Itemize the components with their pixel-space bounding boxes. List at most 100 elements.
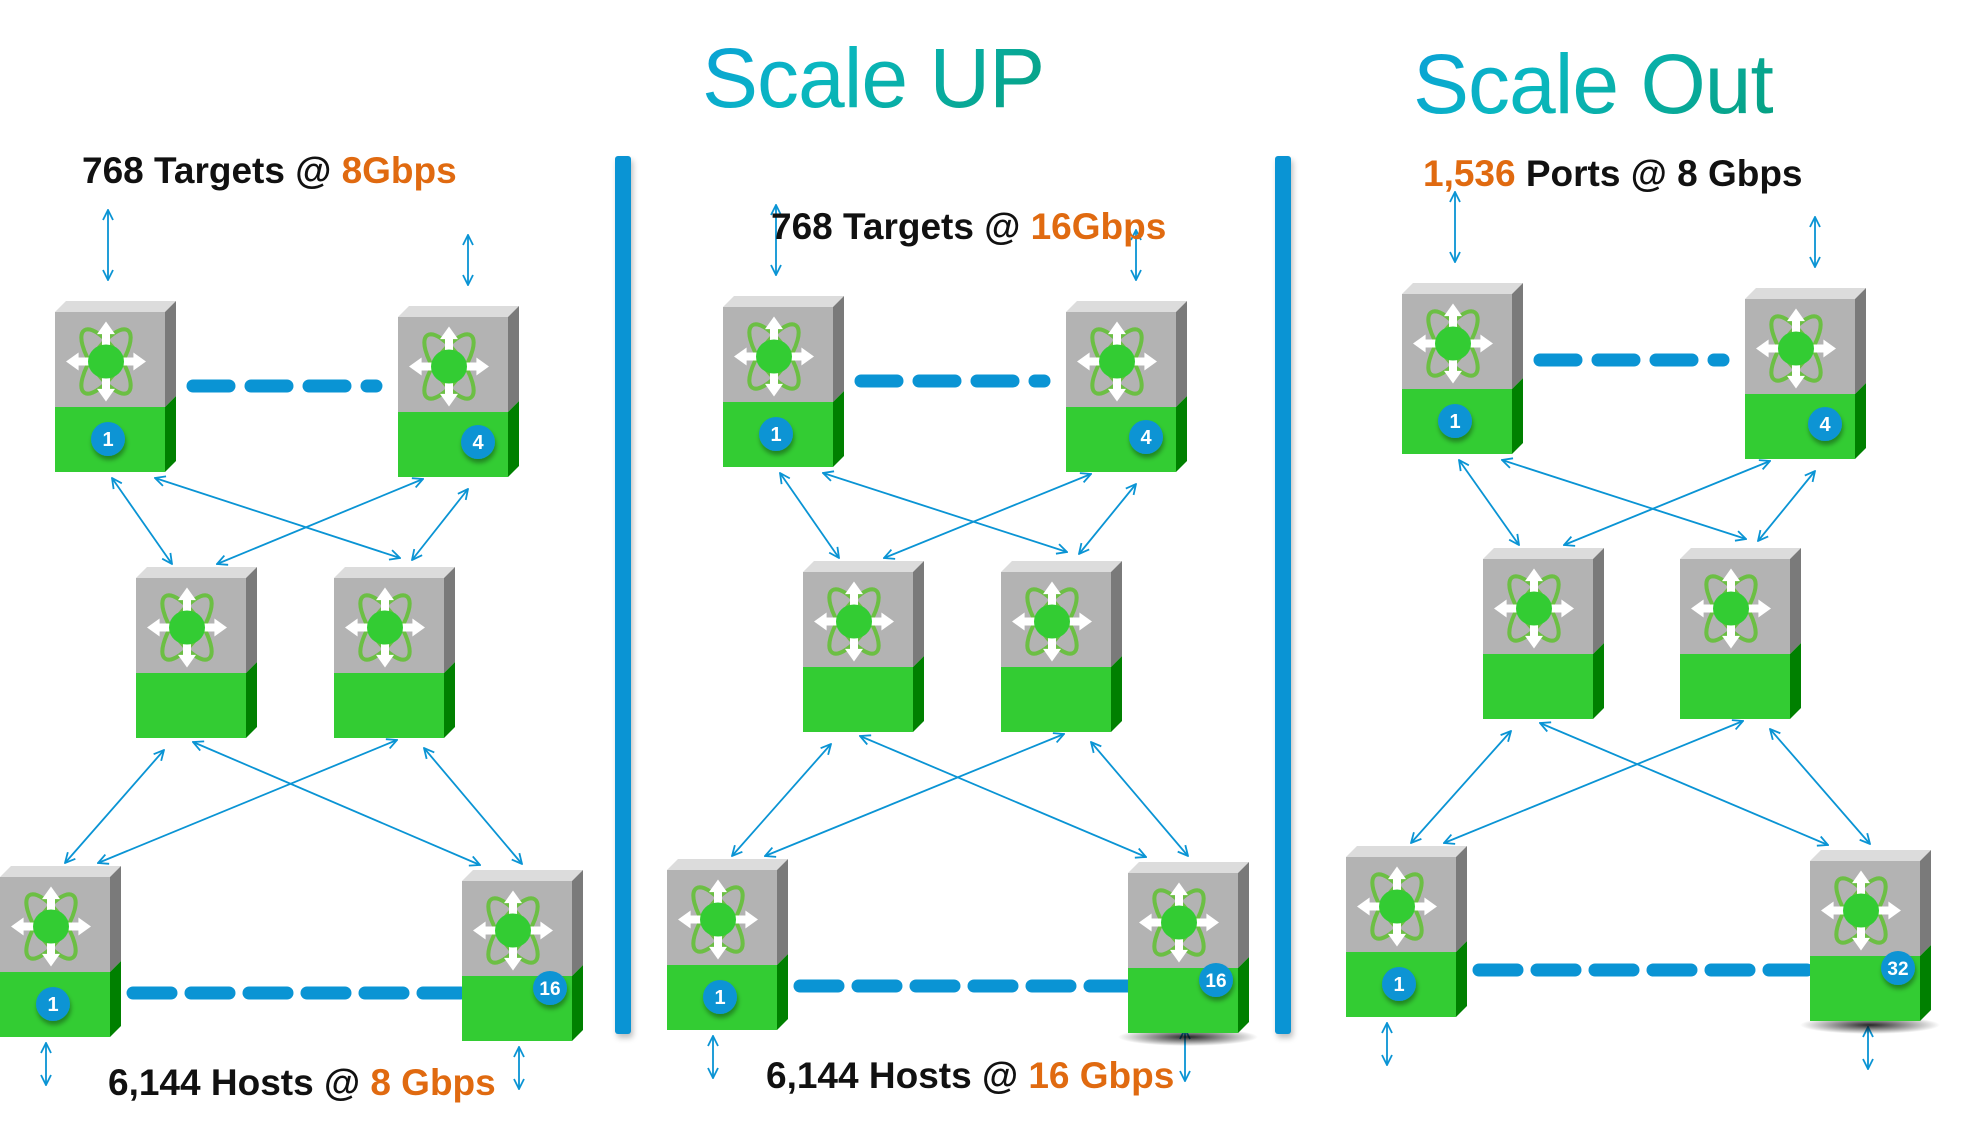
- left-link-t2-c1: [217, 479, 423, 564]
- scale-up-edge-switch-1: 1: [667, 859, 788, 1030]
- switch-top-face: [803, 561, 924, 572]
- switch-base-panel: [334, 673, 444, 738]
- switch-side-face: [1456, 846, 1467, 952]
- switch-top-face: [334, 567, 455, 578]
- switch-side-face: [913, 561, 924, 667]
- layer3-switch-icon: [1077, 321, 1157, 402]
- scale-out-core-switch-1: [1483, 548, 1604, 719]
- switch-number-badge: 4: [461, 425, 495, 459]
- switch-side-face: [444, 567, 455, 673]
- layer3-switch-icon: [1691, 568, 1771, 649]
- switch-base-panel: [1483, 654, 1593, 719]
- layer3-switch-icon: [1139, 882, 1219, 963]
- scale-up-bottom-label-prefix: 6,144 Hosts @: [766, 1055, 1029, 1096]
- scale-up-top-label: 768 Targets @ 16Gbps: [771, 208, 1166, 245]
- left-top-label-prefix: 768 Targets @: [82, 150, 342, 191]
- left-bottom-label-prefix: 6,144 Hosts @: [108, 1062, 371, 1103]
- scale-up-link-c2-e1: [765, 734, 1064, 856]
- scale-out-edge-switch-1: 1: [1346, 846, 1467, 1017]
- switch-top-face: [1402, 283, 1523, 294]
- badge-number: 1: [47, 994, 58, 1016]
- switch-top-face: [136, 567, 257, 578]
- left-link-t1-c1: [112, 478, 172, 564]
- layer3-switch-icon: [734, 316, 814, 397]
- layer3-switch-icon: [678, 879, 758, 960]
- switch-side-green: [1593, 643, 1604, 719]
- switch-top-face: [55, 301, 176, 312]
- left-link-c1-e2: [193, 742, 480, 865]
- switch-number-badge: 1: [36, 987, 70, 1021]
- left-bottom-label: 6,144 Hosts @ 8 Gbps: [108, 1064, 496, 1101]
- switch-number-badge: 16: [1199, 963, 1233, 997]
- scale-out-link-c2-e1: [1444, 721, 1743, 843]
- switch-side-face: [1512, 283, 1523, 389]
- layer3-switch-icon: [473, 890, 553, 971]
- scale-out-top-switch-2: 4: [1745, 288, 1866, 459]
- badge-number: 32: [1887, 959, 1908, 980]
- scale-up-edge-switch-2: 16: [1118, 862, 1258, 1046]
- badge-number: 4: [472, 432, 484, 454]
- layer3-switch-icon: [11, 886, 91, 967]
- switch-top-face: [1128, 862, 1249, 873]
- switch-side-green: [165, 396, 176, 472]
- switch-number-badge: 32: [1881, 951, 1915, 985]
- switch-side-face: [1790, 548, 1801, 654]
- switch-side-green: [1920, 945, 1931, 1021]
- left-link-t2-c2: [412, 489, 468, 560]
- switch-side-green: [1790, 643, 1801, 719]
- badge-number: 1: [1449, 411, 1460, 433]
- switch-top-face: [462, 870, 583, 881]
- switch-side-green: [110, 961, 121, 1037]
- switch-side-face: [833, 296, 844, 402]
- scale-up-link-c1-e2: [860, 736, 1146, 857]
- scale-out-link-c1-e1: [1411, 731, 1511, 843]
- scale-out-edge-switch-2: 32: [1800, 850, 1940, 1034]
- switch-side-green: [833, 391, 844, 467]
- switch-side-green: [1238, 957, 1249, 1033]
- scale-up-core-switch-1: [803, 561, 924, 732]
- left-bottom-label-highlight: 8 Gbps: [370, 1062, 496, 1103]
- switch-top-face: [1810, 850, 1931, 861]
- switch-side-face: [165, 301, 176, 407]
- badge-number: 1: [1393, 974, 1404, 996]
- switch-number-badge: 1: [91, 422, 125, 456]
- switch-side-green: [246, 662, 257, 738]
- left-core-switch-1: [136, 567, 257, 738]
- scale-up-link-c1-e1: [732, 744, 831, 856]
- switch-side-green: [1176, 396, 1187, 472]
- left-edge-switch-1: 1: [0, 866, 121, 1037]
- switch-top-face: [1483, 548, 1604, 559]
- switch-number-badge: 4: [1129, 420, 1163, 454]
- switch-top-face: [1066, 301, 1187, 312]
- switch-number-badge: 1: [1382, 967, 1416, 1001]
- scale-out-top-label-highlight: 1,536: [1423, 153, 1516, 194]
- switch-side-green: [572, 965, 583, 1041]
- scale-up-top-label-prefix: 768 Targets @: [771, 206, 1031, 247]
- switch-side-green: [1456, 941, 1467, 1017]
- scale-up-link-t2-c2: [1079, 484, 1136, 554]
- switch-side-face: [110, 866, 121, 972]
- layer3-switch-icon: [1821, 870, 1901, 951]
- scale-out-link-c2-e2: [1770, 729, 1870, 844]
- switch-side-green: [508, 401, 519, 477]
- switch-top-face: [398, 306, 519, 317]
- scale-out-title: Scale Out: [1413, 37, 1774, 131]
- switch-top-face: [723, 296, 844, 307]
- layer3-switch-icon: [1494, 568, 1574, 649]
- section-divider-1: [615, 156, 631, 1034]
- left-top-switch-2: 4: [398, 306, 519, 477]
- scale-up-link-t1-c2: [823, 473, 1067, 552]
- switch-side-green: [1111, 656, 1122, 732]
- switch-top-face: [1745, 288, 1866, 299]
- scale-up-link-c2-e2: [1091, 742, 1188, 856]
- switch-side-green: [1855, 383, 1866, 459]
- layer3-switch-icon: [1756, 308, 1836, 389]
- left-link-t1-c2: [155, 478, 400, 558]
- left-link-c1-e1: [65, 750, 164, 863]
- badge-number: 4: [1140, 427, 1152, 449]
- switch-base-panel: [1001, 667, 1111, 732]
- switch-number-badge: 1: [1438, 404, 1472, 438]
- switch-number-badge: 1: [759, 417, 793, 451]
